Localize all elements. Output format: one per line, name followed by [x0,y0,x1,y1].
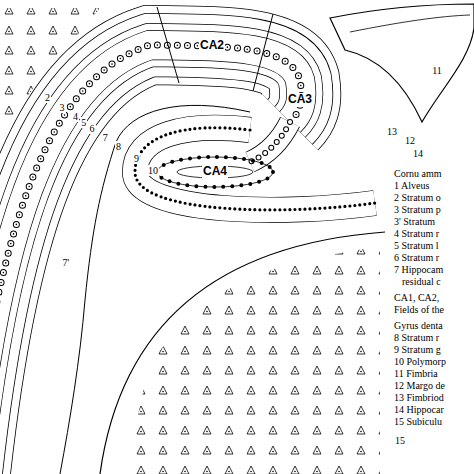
legend-text: 3' Stratum [393,216,436,227]
ammon-horn [0,45,301,474]
legend-text: 6 Stratum r [393,252,440,263]
callout-number: 4 [72,111,79,122]
hilus-cells [157,157,273,187]
legend-text: 9 Stratum g [393,344,442,355]
hippocampal-fissure [60,105,250,474]
dentate-layer [135,128,375,210]
fimbria-outline [330,4,474,122]
legend-text: Fields of the [393,304,445,315]
hilus [157,157,273,187]
callout-number: 14 [412,148,424,159]
callout-number: 5 [80,117,87,128]
legend-text: 11 Fimbria [393,368,439,379]
hilus-ring [177,166,253,178]
legend-text: 15 Subiculu [393,416,443,427]
callout-number: 13 [386,126,398,137]
dentate-gyrus [135,128,375,210]
horn-layer [0,45,301,474]
legend-text: 8 Stratum r [393,332,440,343]
fimbria [330,4,474,122]
legend-text: 14 Hippocar [393,404,445,415]
horn-layer [0,45,301,474]
legend-text: 2 Stratum o [393,192,442,203]
legend-text: Gyrus denta [393,320,444,331]
legend-text: CA1, CA2, [393,292,440,303]
curl-layer [250,122,290,162]
legend-text: Cornu amm [393,168,443,179]
pyramidal-cells [0,45,301,474]
legend-text: 13 Fimbriod [393,392,445,403]
callout-number: 7' [62,257,71,268]
subiculum-border [100,232,385,474]
legend-text: 4 Stratum r [393,228,440,239]
callout-number: 3 [59,102,66,113]
legend-text: 12 Margo de [393,380,446,391]
pyramid-cells [125,246,380,474]
curl-layer [250,122,290,162]
pyramidal-cells [250,122,290,162]
callout-number: 7 [102,132,109,143]
legend-text: 7 Hippocam [393,264,444,275]
hilus-ring [157,157,273,187]
callout-number: 6 [89,123,96,134]
legend-text: 10 Polymorp [393,356,447,367]
callout-number: 10 [147,165,159,176]
callout-number: 11 [431,65,443,76]
horn-layer [0,45,301,474]
field-label: CA3 [287,93,313,106]
field-label: CA2 [199,39,225,52]
legend-text: residual c [401,276,442,287]
pyramidal-cells [0,45,301,474]
callout-number: 2 [44,92,51,103]
ca3-curl [250,122,290,162]
field-label: CA4 [202,165,228,178]
pyramidal-cells [0,45,301,474]
legend-text: 5 Stratum l [393,240,439,251]
granule-cells [135,128,375,210]
callout-number: 8 [115,141,122,152]
horn-layer [0,45,301,474]
field-border [253,14,273,91]
legend-text: 1 Alveus [393,180,430,191]
pyramidal-cells [250,122,290,162]
fimbria-line [350,15,470,32]
horn-layer [0,45,301,474]
horn-layer [0,45,301,474]
horn-layer [0,45,301,474]
dentate-layer [135,128,375,210]
horn-layer [0,45,301,474]
callout-number: 15 [394,435,406,446]
legend-text: 3 Stratum p [393,204,442,215]
callout-number: 12 [404,135,416,146]
field-border [157,7,179,83]
callout-number: 9 [133,153,140,164]
